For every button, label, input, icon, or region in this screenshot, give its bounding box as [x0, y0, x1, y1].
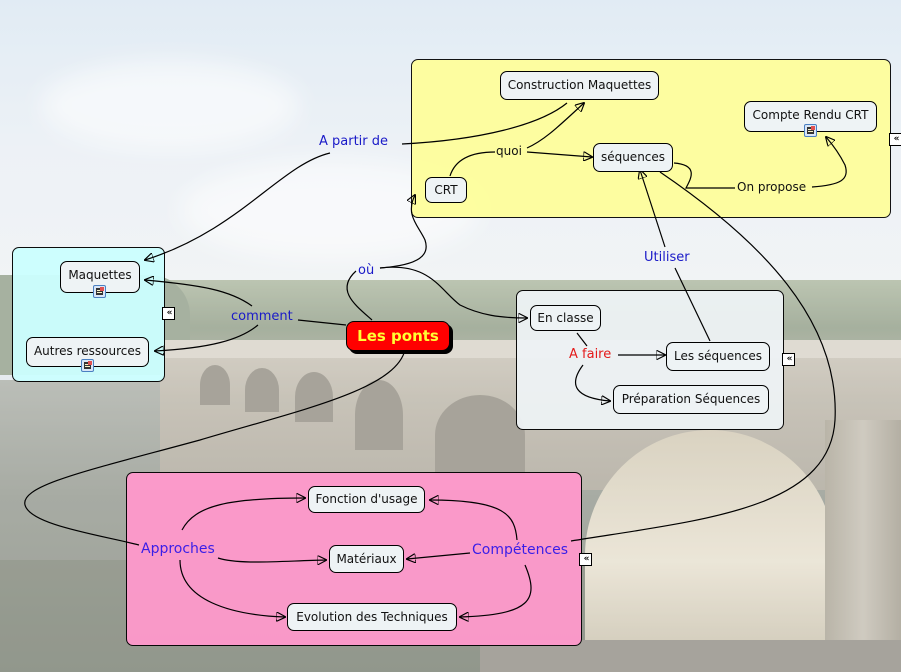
- concept-label: CRT: [434, 183, 458, 197]
- collapse-group-cyan-icon[interactable]: «: [162, 307, 175, 320]
- concept-materiaux[interactable]: Matériaux: [329, 545, 404, 573]
- concept-sequences[interactable]: séquences: [593, 143, 673, 172]
- link-phrase-comment[interactable]: comment: [231, 309, 293, 324]
- document-icon[interactable]: [80, 359, 94, 372]
- root-concept-les-ponts[interactable]: Les ponts: [346, 321, 450, 351]
- link-phrase-ou[interactable]: où: [358, 263, 375, 278]
- concept-compte-rendu-crt[interactable]: Compte Rendu CRT: [744, 101, 877, 137]
- concept-en-classe[interactable]: En classe: [530, 305, 601, 331]
- concept-label: Autres ressources: [33, 344, 142, 358]
- concept-evolution-techniques[interactable]: Evolution des Techniques: [287, 603, 457, 631]
- concept-label: En classe: [537, 311, 594, 325]
- concept-label: Compte Rendu CRT: [752, 108, 869, 122]
- link-phrase-a-partir-de[interactable]: A partir de: [319, 134, 389, 149]
- concept-label: Fonction d'usage: [315, 492, 418, 506]
- bridge-arch: [435, 395, 525, 475]
- concept-construction-maquettes[interactable]: Construction Maquettes: [500, 71, 659, 100]
- concept-label: Maquettes: [68, 268, 132, 282]
- concept-les-sequences[interactable]: Les séquences: [666, 342, 770, 371]
- concept-label: Construction Maquettes: [507, 78, 652, 92]
- document-icon[interactable]: [803, 124, 817, 137]
- link-phrase-a-faire[interactable]: A faire: [569, 347, 612, 362]
- link-phrase-approches[interactable]: Approches: [141, 541, 215, 557]
- collapse-group-en-classe-icon[interactable]: «: [782, 353, 795, 366]
- link-phrase-competences[interactable]: Compétences: [472, 542, 569, 558]
- concept-label: Evolution des Techniques: [296, 610, 448, 624]
- concept-crt[interactable]: CRT: [425, 177, 467, 203]
- cloud: [40, 60, 300, 150]
- concept-label: Les séquences: [673, 349, 762, 363]
- link-phrase-on-propose[interactable]: On propose: [737, 180, 807, 194]
- link-phrase-quoi[interactable]: quoi: [496, 144, 522, 158]
- concept-label: Préparation Séquences: [621, 392, 761, 406]
- concept-label: Matériaux: [336, 552, 397, 566]
- link-phrase-utiliser[interactable]: Utiliser: [644, 250, 690, 265]
- concept-autres-ressources[interactable]: Autres ressources: [26, 337, 149, 372]
- collapse-group-pink-icon[interactable]: «: [579, 553, 592, 566]
- concept-maquettes[interactable]: Maquettes: [60, 261, 140, 298]
- collapse-group-yellow-icon[interactable]: «: [889, 133, 901, 146]
- document-icon[interactable]: [93, 285, 106, 298]
- bridge-pier: [825, 420, 901, 672]
- concept-preparation-sequences[interactable]: Préparation Séquences: [613, 385, 769, 414]
- concept-fonction-usage[interactable]: Fonction d'usage: [308, 486, 425, 513]
- concept-label: séquences: [600, 150, 666, 164]
